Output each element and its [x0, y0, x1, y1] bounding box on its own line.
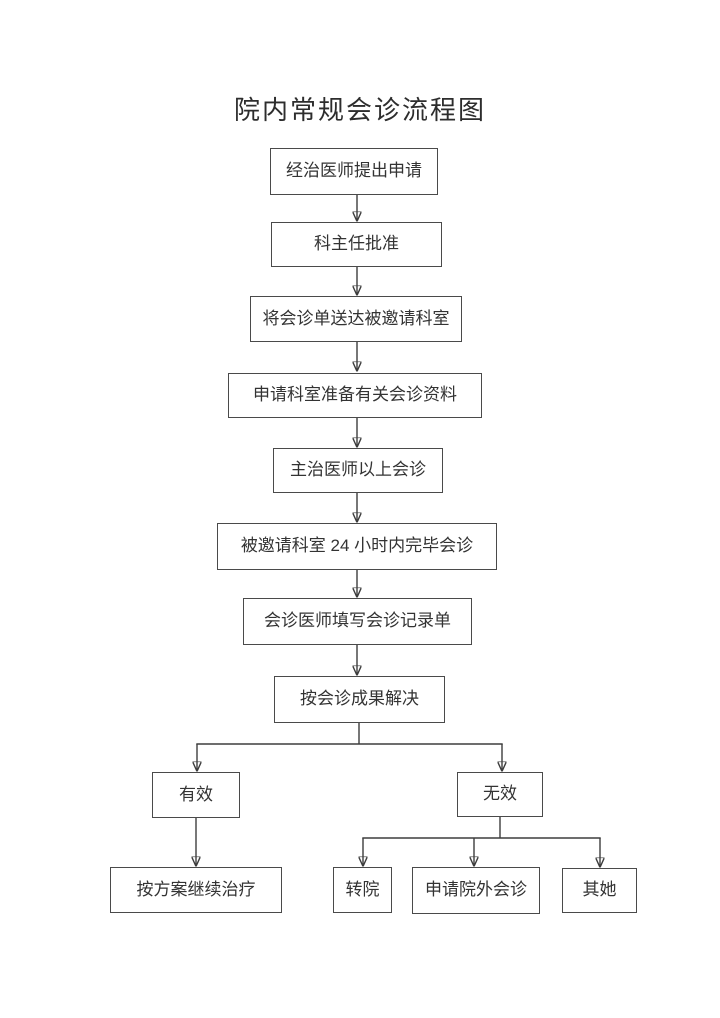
flow-node-attending-consult: 主治医师以上会诊: [273, 448, 443, 493]
flow-node-transfer-hospital: 转院: [333, 867, 392, 913]
flow-node-deliver-form: 将会诊单送达被邀请科室: [250, 296, 462, 342]
flow-node-label: 转院: [345, 879, 380, 899]
flow-node-label: 无效: [483, 784, 517, 804]
flow-node-request: 经治医师提出申请: [270, 148, 438, 195]
flow-node-label: 申请院外会诊: [425, 880, 527, 900]
flow-node-label: 有效: [179, 784, 213, 804]
flow-node-external-consult: 申请院外会诊: [412, 867, 540, 914]
flow-node-label: 其她: [582, 880, 617, 900]
flow-node-approval: 科主任批准: [271, 222, 442, 267]
flow-node-label: 申请科室准备有关会诊资料: [253, 385, 457, 405]
flow-node-continue-treatment: 按方案继续治疗: [110, 867, 282, 913]
flow-node-prepare-materials: 申请科室准备有关会诊资料: [228, 373, 482, 418]
flow-node-complete-24h: 被邀请科室 24 小时内完毕会诊: [217, 523, 497, 570]
flow-node-other: 其她: [562, 868, 637, 913]
flow-node-label: 按方案继续治疗: [136, 879, 256, 899]
flow-node-label: 被邀请科室 24 小时内完毕会诊: [240, 536, 474, 556]
flow-node-fill-record: 会诊医师填写会诊记录单: [243, 598, 472, 645]
flow-node-label: 经治医师提出申请: [286, 161, 422, 181]
flow-node-label: 主治医师以上会诊: [290, 460, 426, 480]
flow-node-label: 科主任批准: [314, 234, 399, 254]
flow-node-ineffective: 无效: [457, 772, 543, 817]
page-title: 院内常规会诊流程图: [233, 95, 486, 125]
flow-node-label: 会诊医师填写会诊记录单: [264, 611, 451, 631]
flow-node-label: 按会诊成果解决: [300, 689, 419, 709]
flow-node-label: 将会诊单送达被邀请科室: [262, 308, 450, 328]
flow-node-resolve-by-result: 按会诊成果解决: [274, 676, 445, 723]
flow-node-effective: 有效: [152, 772, 240, 818]
